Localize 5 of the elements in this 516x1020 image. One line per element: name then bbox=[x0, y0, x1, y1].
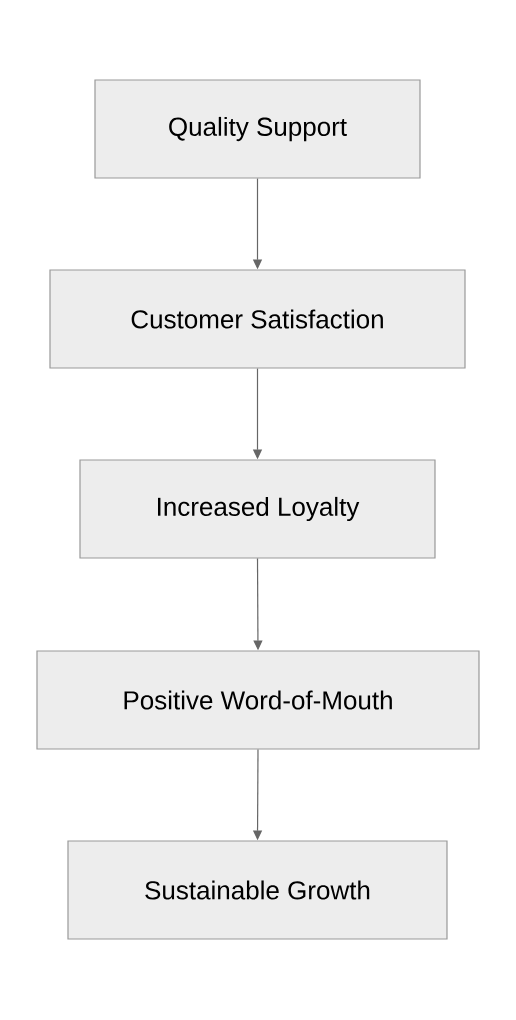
process-box: Customer Satisfaction bbox=[49, 269, 466, 369]
process-box: Sustainable Growth bbox=[67, 840, 448, 940]
process-box: Increased Loyalty bbox=[79, 459, 436, 559]
process-box: Quality Support bbox=[94, 79, 421, 179]
process-box: Positive Word-of-Mouth bbox=[36, 650, 480, 750]
